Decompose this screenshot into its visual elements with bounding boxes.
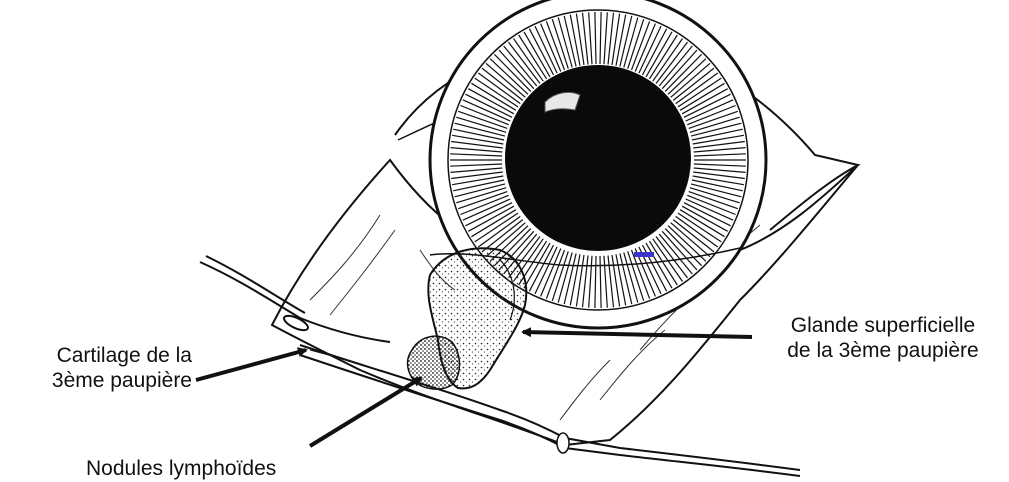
label-nodules-lymphoides: Nodules lymphoïdes [86, 456, 276, 481]
arrow-cartilage [196, 350, 306, 380]
label-glande-superficielle: Glande superficielle de la 3ème paupière [758, 313, 1008, 363]
label-cartilage: Cartilage de la 3ème paupière [14, 343, 192, 393]
blue-mark [634, 252, 654, 257]
pupil [505, 65, 691, 251]
arrow-nodules [310, 378, 421, 446]
